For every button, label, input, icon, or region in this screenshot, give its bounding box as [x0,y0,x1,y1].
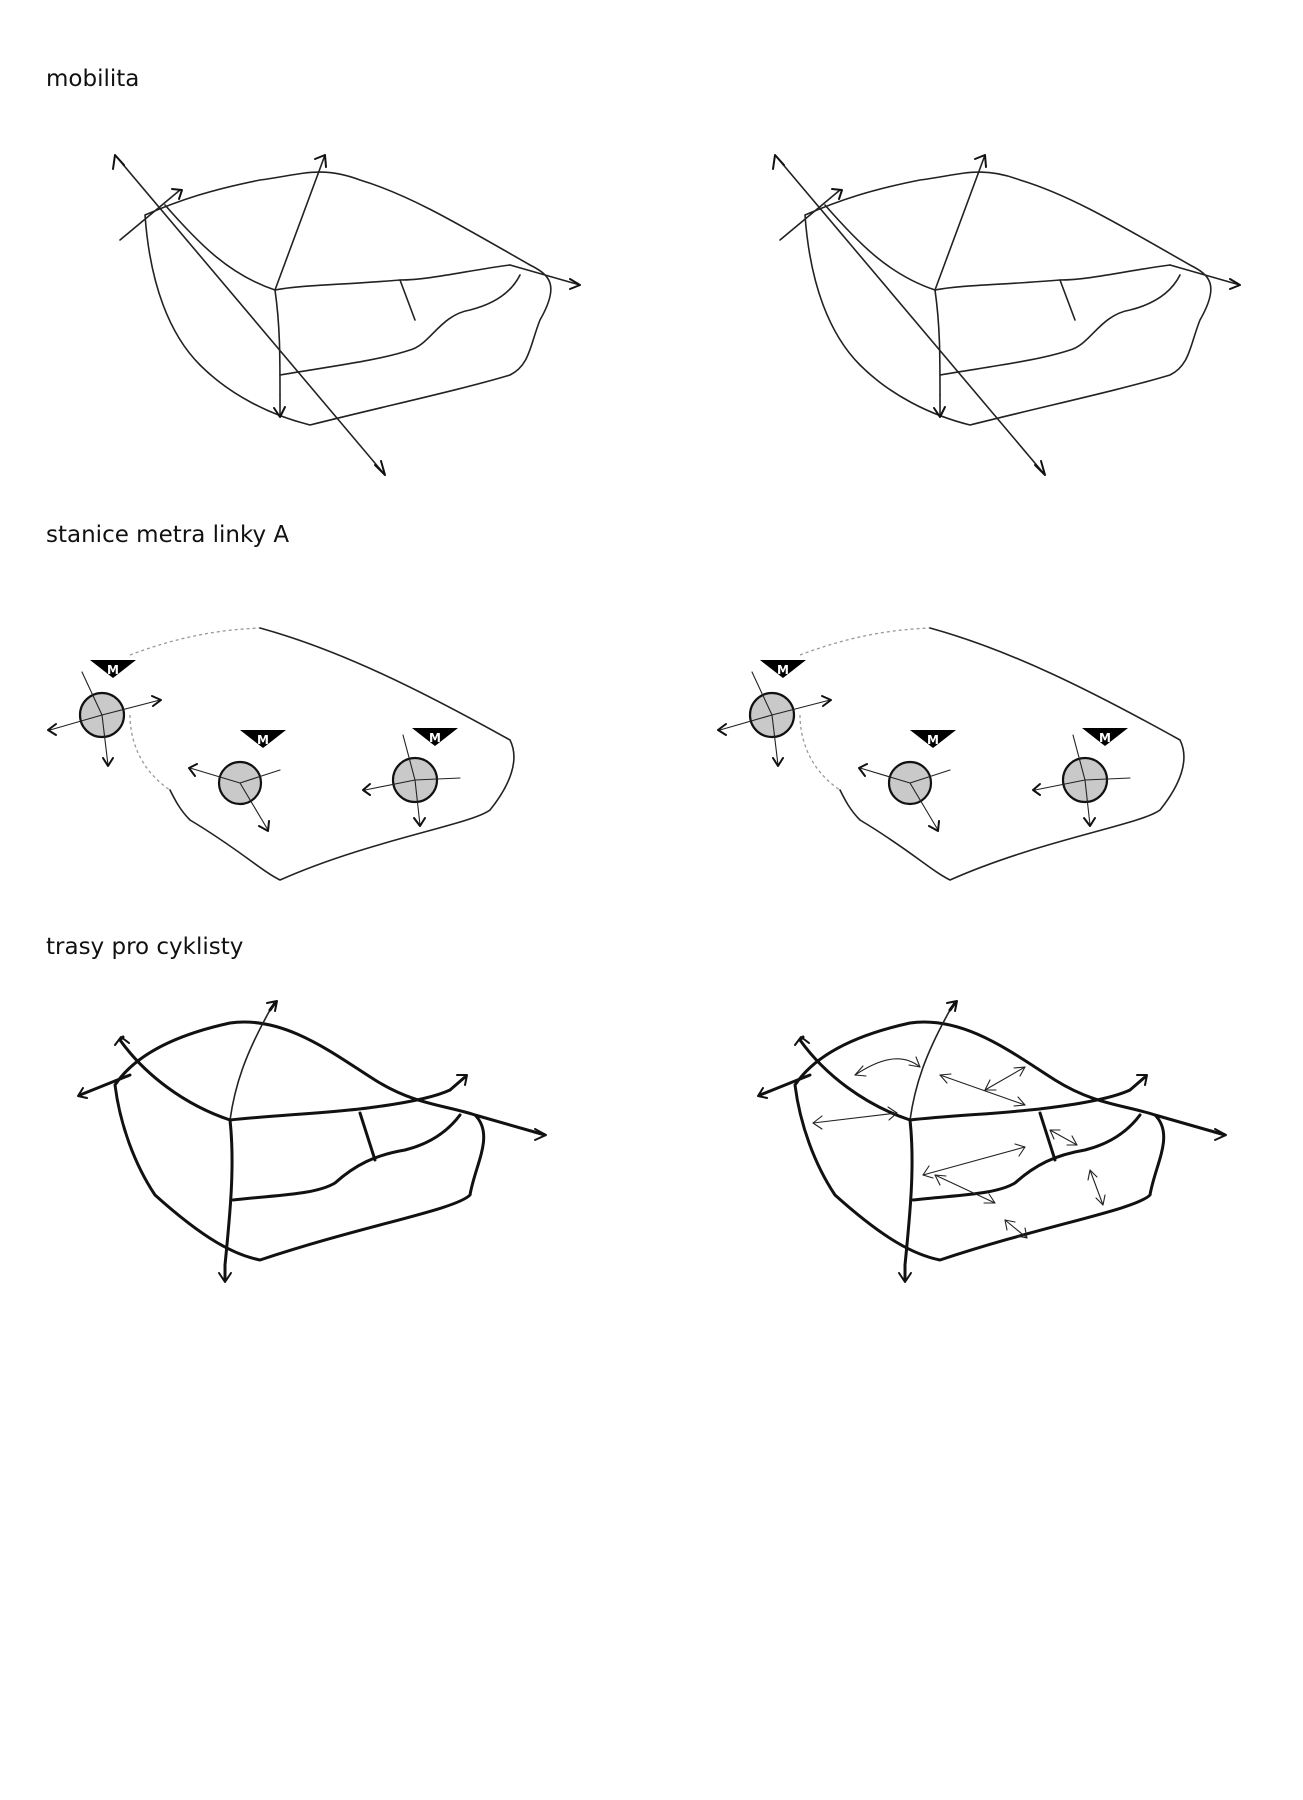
station-2: M [189,730,286,831]
district-outline-faint-west [130,715,170,790]
road [233,1115,460,1200]
bike-routes-sketch-left [75,995,555,1295]
section-title-metro-stations: stanice metra linky A [46,522,289,548]
metro-logo-letter: M [777,663,789,677]
internal-roads [165,205,520,395]
section-title-mobilita: mobilita [46,66,139,92]
district-outline-faint [800,628,930,655]
road [800,1040,910,1120]
road [225,1120,232,1265]
station-3: M [363,728,460,826]
district-outline-faint [130,628,260,655]
internal-roads [825,205,1180,395]
station-1: M [48,660,161,766]
district-outline [170,628,514,880]
road [913,1115,1140,1200]
metro-sketch-left: M M M [40,620,560,895]
metro-logo-letter: M [1099,731,1111,745]
mobility-sketch-left [110,145,610,490]
district-outline [840,628,1184,880]
metro-logo-letter: M [257,733,269,747]
arrows [78,1001,546,1282]
metro-sketch-right: M M M [710,620,1230,895]
station-1: M [718,660,831,766]
road [360,1113,375,1160]
station-2: M [859,730,956,831]
district-outline [805,172,1211,425]
station-3: M [1033,728,1130,826]
road [230,1010,270,1120]
road [910,1010,950,1120]
road [120,1040,230,1120]
mobility-sketch-right [770,145,1270,490]
section-title-bike-routes: trasy pro cyklisty [46,934,243,960]
district-outline [145,172,551,425]
arrows [113,155,580,475]
metro-logo-letter: M [429,731,441,745]
bike-routes-sketch-right [755,995,1235,1295]
arrows [773,155,1240,475]
metro-logo-letter: M [107,663,119,677]
arrows [758,1001,1226,1282]
district-outline-faint-west [800,715,840,790]
road [230,1090,450,1120]
road [905,1120,912,1265]
metro-logo-letter: M [927,733,939,747]
